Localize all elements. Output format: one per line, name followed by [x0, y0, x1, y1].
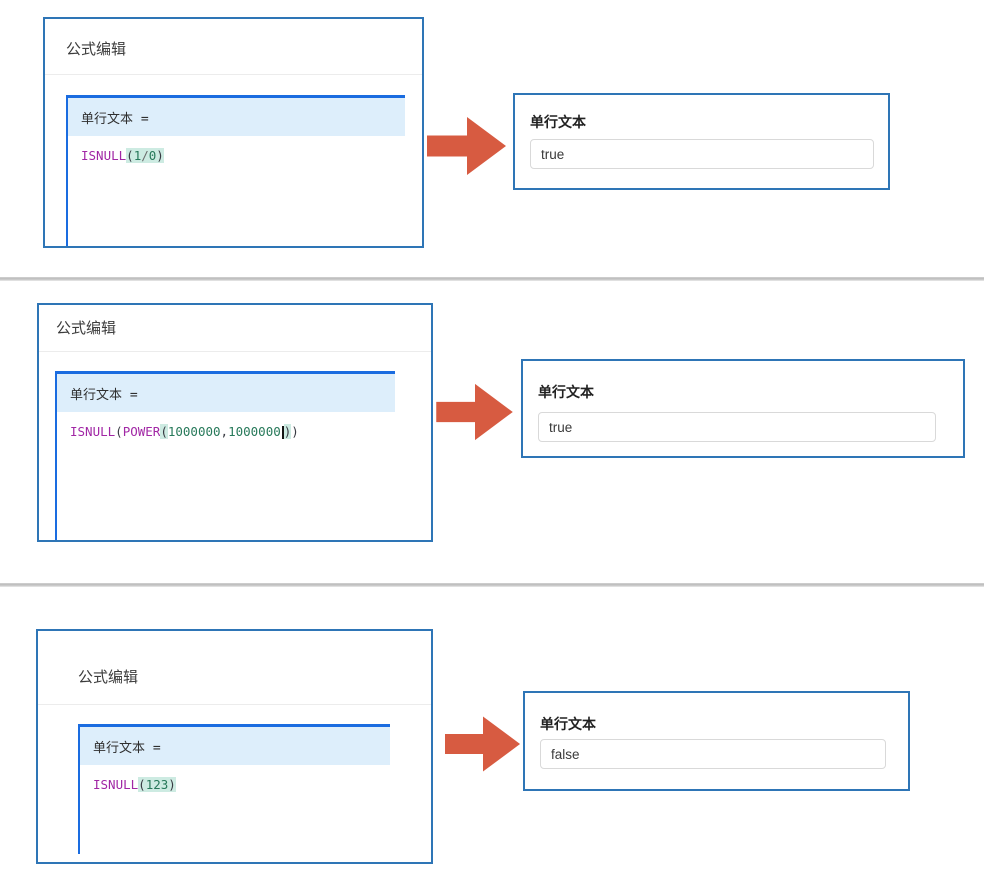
- formula-editor-title: 公式编辑: [66, 41, 127, 58]
- divider: [45, 74, 422, 75]
- result-value: true: [549, 419, 573, 435]
- result-text-input[interactable]: true: [538, 412, 936, 442]
- result-value: false: [551, 746, 580, 762]
- result-text-input[interactable]: true: [530, 139, 874, 169]
- code-token: 1000000: [228, 424, 281, 439]
- arrow-right-icon: [445, 716, 521, 772]
- code-token: POWER: [122, 424, 161, 439]
- code-token: 1000000: [167, 424, 221, 439]
- code-token: /: [141, 148, 149, 163]
- formula-target-label: 单行文本 =: [70, 387, 138, 403]
- code-token: ,: [220, 424, 229, 439]
- result-value: true: [541, 146, 565, 162]
- code-token: 1: [133, 148, 142, 163]
- arrow-right-icon: [427, 117, 506, 175]
- formula-editor-panel: 公式编辑 单行文本 = ISNULL(POWER(1000000,1000000…: [37, 303, 433, 542]
- result-panel: 单行文本 false: [523, 691, 910, 791]
- code-token: ISNULL: [93, 777, 139, 792]
- formula-editor-panel: 公式编辑 单行文本 = ISNULL(123): [36, 629, 433, 864]
- result-panel: 单行文本 true: [521, 359, 965, 458]
- code-token: 0: [148, 148, 157, 163]
- code-token: (: [138, 777, 146, 792]
- code-token: (: [126, 148, 134, 163]
- text-cursor: [281, 426, 284, 439]
- code-token: ): [156, 148, 164, 163]
- code-token: (: [160, 424, 168, 439]
- result-field-label: 单行文本: [538, 384, 594, 400]
- formula-editor: 单行文本 = ISNULL(1/0): [66, 95, 405, 246]
- formula-editor: 单行文本 = ISNULL(POWER(1000000,1000000)): [55, 371, 395, 540]
- formula-editor-title: 公式编辑: [78, 669, 139, 686]
- row-separator: [0, 277, 984, 281]
- code-token: ): [283, 424, 292, 439]
- code-token: ISNULL: [70, 424, 116, 439]
- formula-code-input[interactable]: ISNULL(1/0): [68, 136, 405, 163]
- formula-code-input[interactable]: ISNULL(123): [80, 765, 390, 792]
- code-token: ISNULL: [81, 148, 127, 163]
- result-field-label: 单行文本: [540, 716, 596, 732]
- formula-editor: 单行文本 = ISNULL(123): [78, 724, 390, 854]
- result-field-label: 单行文本: [530, 114, 586, 130]
- formula-target-field: 单行文本 =: [80, 727, 390, 765]
- formula-code-input[interactable]: ISNULL(POWER(1000000,1000000)): [57, 412, 395, 439]
- formula-target-label: 单行文本 =: [81, 111, 149, 127]
- formula-target-label: 单行文本 =: [93, 740, 161, 756]
- result-panel: 单行文本 true: [513, 93, 890, 190]
- formula-editor-panel: 公式编辑 单行文本 = ISNULL(1/0): [43, 17, 424, 248]
- row-separator: [0, 583, 984, 587]
- arrow-right-icon: [436, 383, 513, 441]
- code-token: (: [115, 424, 123, 439]
- result-text-input[interactable]: false: [540, 739, 886, 769]
- code-token: 123: [145, 777, 169, 792]
- formula-editor-title: 公式编辑: [56, 320, 117, 337]
- divider: [38, 704, 431, 705]
- code-token: ): [168, 777, 176, 792]
- code-token: ): [291, 424, 299, 439]
- divider: [39, 351, 431, 352]
- formula-target-field: 单行文本 =: [57, 374, 395, 412]
- formula-target-field: 单行文本 =: [68, 98, 405, 136]
